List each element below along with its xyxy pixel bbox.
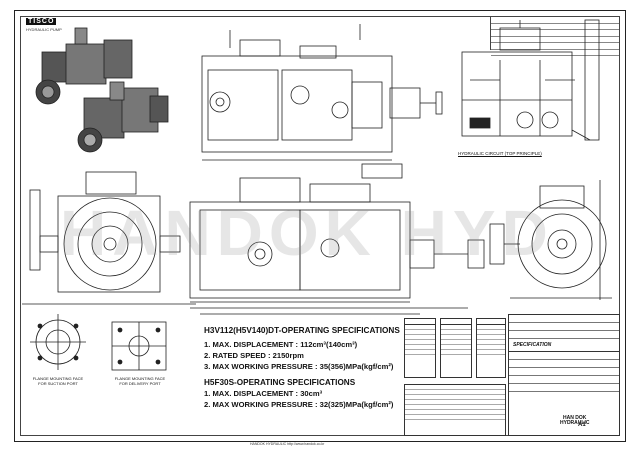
brand-logo: TISCO	[26, 18, 57, 25]
flange-suction-view	[30, 314, 86, 370]
revision-table	[490, 16, 620, 56]
port-table-1	[404, 318, 436, 378]
port-table-3	[476, 318, 506, 378]
spec-heading: H3V112(H5V140)DT-OPERATING SPECIFICATION…	[204, 326, 400, 335]
port-table-2	[440, 318, 472, 378]
shaft-detail-view	[489, 223, 520, 265]
circuit-caption: HYDRAULIC CIRCUIT (TOP PRINCIPLE)	[458, 151, 542, 156]
flange-delivery-view	[111, 321, 167, 371]
hydraulic-circuit	[461, 19, 600, 141]
footer-note: HANDOK HYDRAULIC http://www.handok.co.kr	[250, 442, 325, 446]
spec-heading: H5F30S-OPERATING SPECIFICATIONS	[204, 378, 356, 387]
spec-title: SPECIFICATION	[509, 339, 619, 352]
spec-item: 2. RATED SPEED : 2150rpm	[204, 351, 304, 360]
front-view-left	[22, 171, 196, 305]
top-plan-view	[201, 24, 443, 161]
isometric-view-upper	[35, 27, 133, 105]
spec-item: 1. MAX. DISPLACEMENT : 112cm³(140cm³)	[204, 340, 358, 349]
company-name: HAN DOK HYDRAULIC	[560, 415, 590, 426]
title-block: SPECIFICATION	[508, 314, 620, 436]
spec-item: 1. MAX. DISPLACEMENT : 30cm³	[204, 389, 323, 398]
spec-item: 3. MAX WORKING PRESSURE : 35(356)MPa(kgf…	[204, 362, 394, 371]
front-view-right	[510, 180, 612, 300]
drawing-number: A1	[578, 422, 586, 428]
sheet-border	[14, 10, 626, 442]
main-side-view	[189, 163, 485, 315]
flange-caption-suction: FLANGE MOUNTING FACE FOR SUCTION PORT	[32, 376, 84, 386]
spec-item: 2. MAX WORKING PRESSURE : 32(325)MPa(kgf…	[204, 400, 394, 409]
brand-subtitle: HYDRAULIC PUMP	[26, 27, 62, 32]
flange-caption-delivery: FLANGE MOUNTING FACE FOR DELIVERY PORT	[114, 376, 166, 386]
isometric-view-lower	[77, 81, 169, 153]
drawing-frame	[20, 16, 620, 436]
notes-table	[404, 384, 506, 436]
watermark: HANDOK HYD	[60, 197, 554, 269]
